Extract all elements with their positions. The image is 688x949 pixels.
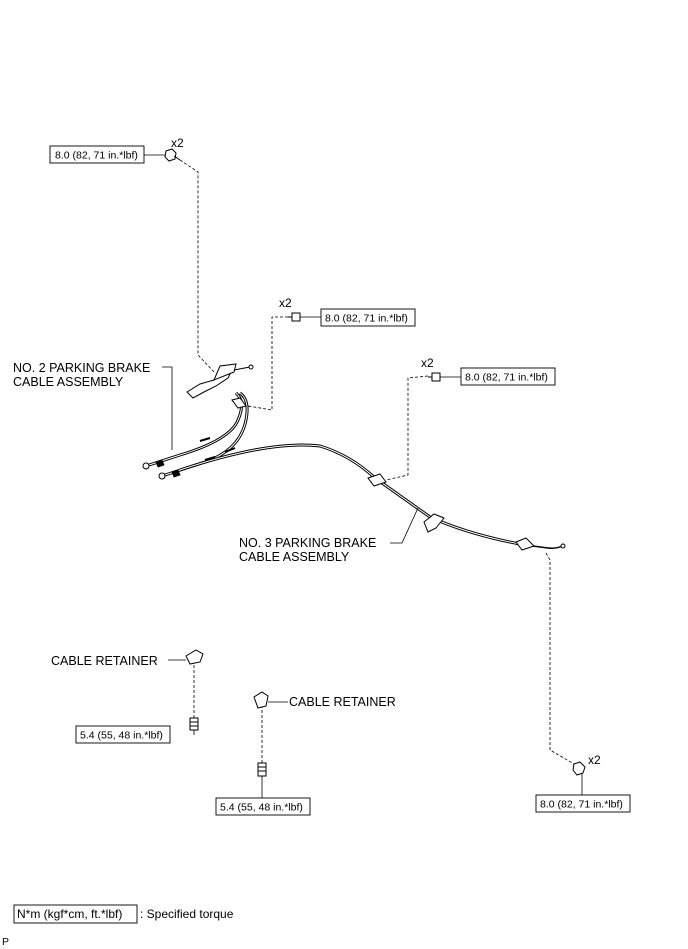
leader-lines [179,159,575,765]
bolt-icon [572,761,586,776]
quantity-mark: x2 [171,136,184,150]
bolt-icon [164,148,181,162]
quantity-mark: x2 [588,753,601,767]
legend-text: : Specified torque [140,907,234,921]
torque-value: 8.0 (82, 71 in.*lbf) [540,799,623,811]
torque-value: 5.4 (55, 48 in.*lbf) [80,730,163,742]
no3-cable-label-line1: NO. 3 PARKING BRAKE [239,536,376,550]
cable-retainer-label-mid: CABLE RETAINER [289,695,396,709]
no3-parking-brake-cable [179,443,566,549]
no3-cable-label-line2: CABLE ASSEMBLY [239,550,350,564]
cable-retainer-icon [185,649,204,665]
quantity-mark: x2 [421,356,434,370]
torque-value: 8.0 (82, 71 in.*lbf) [325,313,408,325]
corner-mark: P [2,936,9,948]
cable-retainer-label-left: CABLE RETAINER [51,654,158,668]
bolt-icon [428,372,441,382]
bolt-icon [257,762,267,777]
no2-cable-label-line2: CABLE ASSEMBLY [13,375,124,389]
torque-spec-retainer-mid: 5.4 (55, 48 in.*lbf) [215,797,311,816]
torque-legend: N*m (kgf*cm, ft.*lbf) : Specified torque [13,904,234,924]
torque-spec-retainer-left: 5.4 (55, 48 in.*lbf) [75,725,171,744]
torque-spec-bottom-right: 8.0 (82, 71 in.*lbf) [535,794,631,813]
no3-cable-brackets [367,473,535,551]
torque-spec-right-mid: 8.0 (82, 71 in.*lbf) [460,367,556,386]
torque-spec-upper-left: 8.0 (82, 71 in.*lbf) [49,145,145,164]
bolt-icon [288,312,301,322]
torque-value: 8.0 (82, 71 in.*lbf) [55,150,138,162]
no2-cable-bracket [186,363,254,409]
no2-cable-label-line1: NO. 2 PARKING BRAKE [13,361,150,375]
label-leaders [144,154,583,800]
quantity-mark: x2 [279,296,292,310]
legend-unit: N*m (kgf*cm, ft.*lbf) [17,907,122,921]
torque-spec-upper-mid: 8.0 (82, 71 in.*lbf) [320,308,416,327]
torque-value: 8.0 (82, 71 in.*lbf) [465,372,548,384]
bolt-icon [189,717,199,731]
torque-value: 5.4 (55, 48 in.*lbf) [220,802,303,814]
cable-retainer-icon [253,691,269,709]
